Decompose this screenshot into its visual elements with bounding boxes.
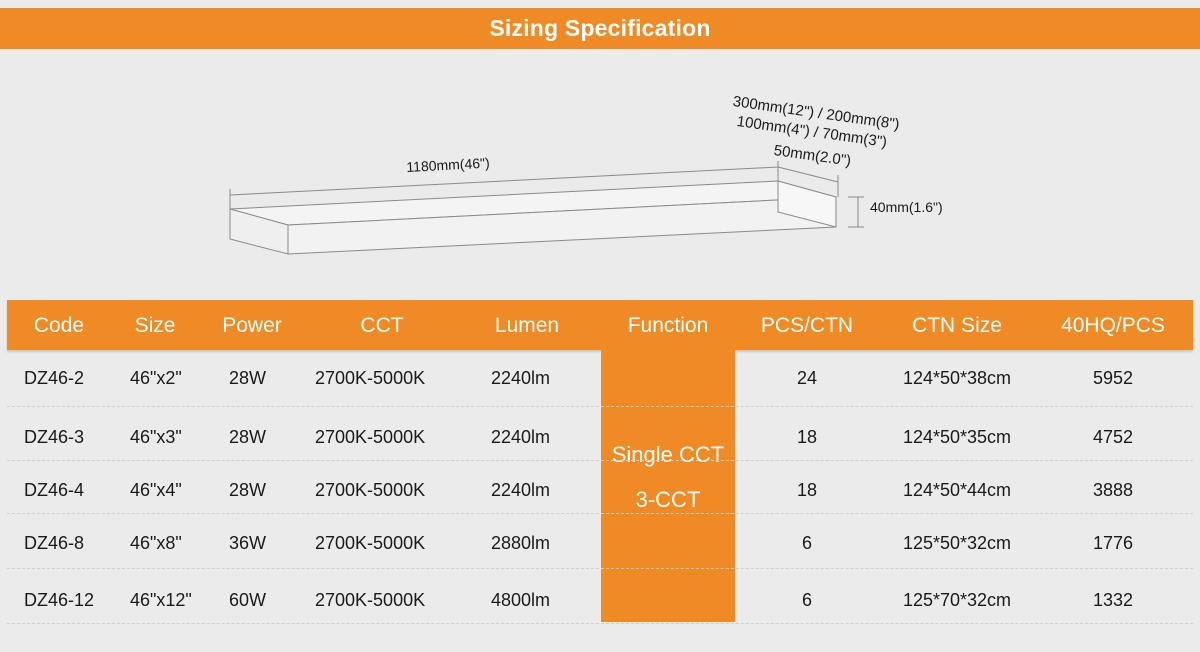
fixture-end-face [777, 180, 837, 228]
cell-pcs: 6 [801, 590, 812, 610]
row-separator [7, 513, 1193, 514]
header-size: Size [134, 314, 176, 337]
table-row: DZ46-12 46"x12" 60W 2700K-5000K 4800lm 6 125*7… [7, 590, 1193, 614]
function-line-1: Single CCT [611, 442, 725, 467]
cell-power: 28W [229, 480, 267, 500]
table-row: DZ46-2 46"x2" 28W 2700K-5000K 2240lm 24 124*50… [7, 368, 1193, 392]
cell-pcs: 24 [796, 368, 818, 388]
width-dimension-line [777, 166, 839, 183]
cell-hq: 5952 [1092, 368, 1134, 388]
header-power: Power [222, 314, 282, 337]
cell-lumen: 2880lm [491, 533, 551, 553]
title-bar: Sizing Specification [0, 8, 1200, 49]
cell-hq: 3888 [1092, 480, 1134, 500]
cell-pcs: 18 [796, 480, 818, 500]
header-40hq-pcs: 40HQ/PCS [1061, 314, 1165, 337]
row-separator [7, 568, 1193, 569]
cell-size: 46"x8" [130, 533, 182, 553]
product-dimension-diagram: 1180mm(46") 300mm(12") / 200mm(8") 100mm… [0, 49, 1200, 299]
spec-table: Code Size Power CCT Lumen Function PCS/C… [7, 300, 1193, 630]
header-pcs-ctn: PCS/CTN [760, 314, 854, 337]
header-cct: CCT [360, 314, 404, 337]
table-row: DZ46-4 46"x4" 28W 2700K-5000K 2240lm 18 124*50… [7, 480, 1193, 504]
cell-power: 60W [229, 590, 267, 610]
table-row: DZ46-3 46"x3" 28W 2700K-5000K 2240lm 18 124*50… [7, 427, 1193, 451]
cell-lumen: 2240lm [491, 480, 551, 500]
cell-lumen: 2240lm [491, 368, 551, 388]
table-header: Code Size Power CCT Lumen Function PCS/C… [7, 300, 1193, 350]
cell-pcs: 18 [796, 427, 818, 447]
cell-code: DZ46-4 [24, 480, 85, 500]
height-label: 40mm(1.6") [870, 199, 943, 215]
row-separator [7, 460, 1193, 461]
cell-cct: 2700K-5000K [315, 533, 426, 553]
cell-pcs: 6 [801, 533, 812, 553]
cell-ctn: 124*50*44cm [902, 480, 1012, 500]
cell-lumen: 4800lm [491, 590, 551, 610]
header-function: Function [627, 314, 709, 337]
cell-cct: 2700K-5000K [315, 427, 426, 447]
cell-cct: 2700K-5000K [315, 480, 426, 500]
function-line-2: 3-CCT [635, 487, 701, 512]
header-code: Code [33, 314, 85, 337]
cell-power: 28W [229, 368, 267, 388]
cell-ctn: 125*70*32cm [902, 590, 1012, 610]
cell-ctn: 124*50*35cm [902, 427, 1012, 447]
cell-size: 46"x2" [130, 368, 182, 388]
row-separator [7, 623, 1193, 624]
cell-code: DZ46-3 [24, 427, 85, 447]
length-dimension-line [229, 166, 779, 196]
cell-ctn: 125*50*32cm [902, 533, 1012, 553]
page-title: Sizing Specification [489, 15, 711, 41]
row-separator [7, 406, 1193, 407]
cell-size: 46"x12" [130, 590, 192, 610]
cell-code: DZ46-8 [24, 533, 85, 553]
cell-hq: 1332 [1092, 590, 1134, 610]
cell-cct: 2700K-5000K [315, 368, 426, 388]
function-cell: Single CCT 3-CCT [601, 350, 735, 622]
cell-hq: 4752 [1092, 427, 1134, 447]
fixture-drawing [229, 161, 864, 255]
cell-size: 46"x4" [130, 480, 182, 500]
cell-code: DZ46-12 [24, 590, 95, 610]
cell-cct: 2700K-5000K [315, 590, 426, 610]
cell-power: 28W [229, 427, 267, 447]
table-row: DZ46-8 46"x8" 36W 2700K-5000K 2880lm 6 125*50*… [7, 533, 1193, 557]
cell-ctn: 124*50*38cm [902, 368, 1012, 388]
header-ctn-size: CTN Size [912, 314, 1002, 337]
header-lumen: Lumen [494, 314, 560, 337]
cell-size: 46"x3" [130, 427, 182, 447]
cell-lumen: 2240lm [491, 427, 551, 447]
cell-power: 36W [229, 533, 267, 553]
cell-hq: 1776 [1092, 533, 1134, 553]
cell-code: DZ46-2 [24, 368, 85, 388]
